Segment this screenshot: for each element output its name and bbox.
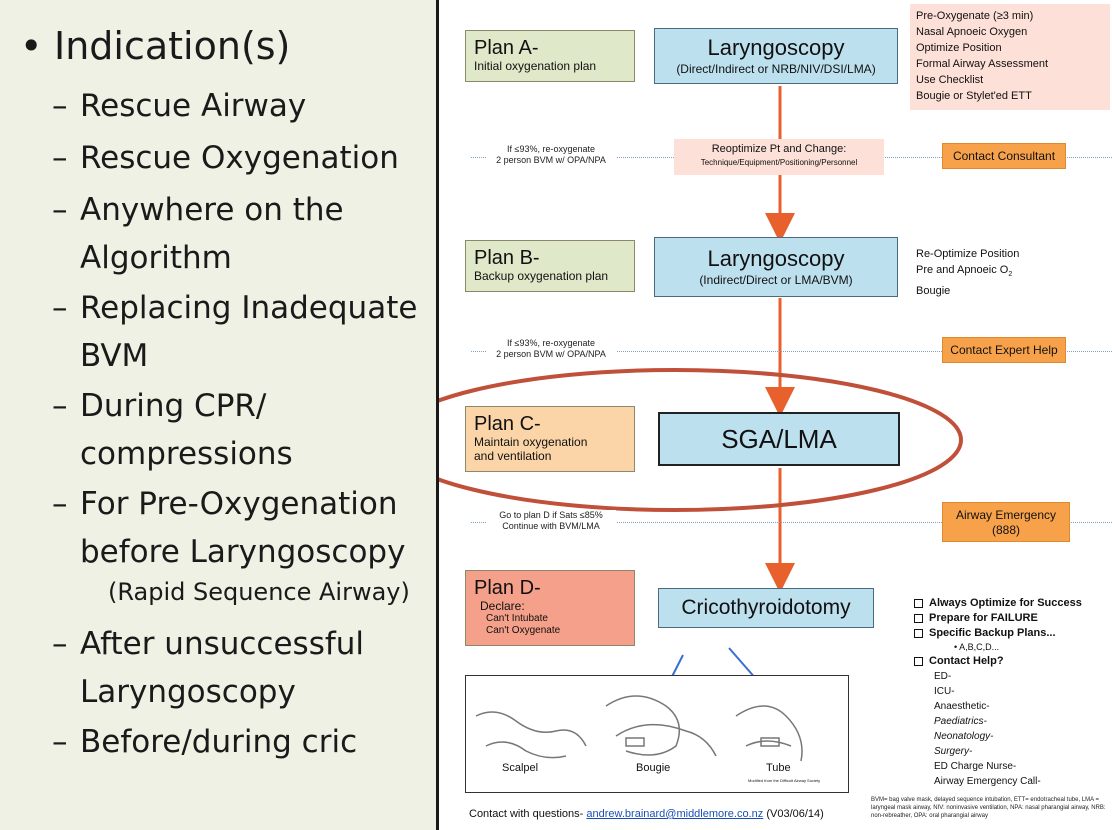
contact-expert-badge: Contact Expert Help — [942, 337, 1066, 363]
plan-d-note: Go to plan D if Sats ≤85%Continue with B… — [486, 510, 616, 536]
plan-b-box: Plan B- Backup oxygenation plan — [465, 240, 635, 292]
panel-divider — [436, 0, 439, 830]
indication-item: –During CPR/compressions — [52, 388, 293, 472]
indication-item: –Before/during cric — [52, 724, 358, 760]
indications-panel: •Indication(s) –Rescue Airway –Rescue Ox… — [0, 0, 436, 830]
plan-a-desc: Initial oxygenation plan — [474, 59, 597, 73]
airway-emergency-badge: Airway Emergency (888) — [942, 502, 1070, 542]
plan-b-desc: Backup oxygenation plan — [474, 269, 609, 283]
cric-illustration: Scalpel Bougie Tube Modified from the Di… — [465, 675, 849, 793]
procedure-sketch — [475, 695, 803, 762]
bougie-caption: Bougie — [636, 762, 671, 774]
pre-oxygenation-box: Pre-Oxygenate (≥3 min) Nasal Apnoeic Oxy… — [910, 4, 1110, 110]
illustration-credit: Modified from the Difficult Airway Socie… — [748, 778, 821, 783]
contact-email-link[interactable]: andrew.brainard@middlemore.co.nz — [586, 808, 764, 820]
indication-item: –Rescue Airway — [52, 88, 307, 124]
scalpel-caption: Scalpel — [502, 762, 539, 774]
reoptimize-box: Reoptimize Pt and Change: Technique/Equi… — [674, 139, 884, 175]
rapid-sequence-note: (Rapid Sequence Airway) — [108, 578, 410, 606]
plan-c-highlight-ellipse — [439, 368, 963, 512]
laryngoscopy-b-box: Laryngoscopy (Indirect/Direct or LMA/BVM… — [654, 237, 898, 297]
plan-a-box: Plan A- Initial oxygenation plan — [465, 30, 635, 82]
plan-d-title: Plan D- — [474, 577, 541, 599]
plan-d-box: Plan D- Declare: Can't Intubate Can't Ox… — [465, 570, 635, 646]
plan-b-title: Plan B- — [474, 247, 540, 269]
plan-c-title: Plan C- — [474, 413, 541, 435]
cricothyroidotomy-box: Cricothyroidotomy — [658, 588, 874, 628]
reoptimize-b-list: Re-Optimize Position Pre and Apnoeic O2 … — [916, 248, 1020, 298]
contact-consultant-badge: Contact Consultant — [942, 143, 1066, 169]
sga-lma-box: SGA/LMA — [658, 412, 900, 466]
abbreviations-note: BVM= bag valve mask, delayed sequence in… — [871, 797, 1106, 819]
airway-algorithm: Plan A- Initial oxygenation plan Laryngo… — [439, 0, 1112, 830]
plan-c-box: Plan C- Maintain oxygenation and ventila… — [465, 406, 635, 472]
tube-caption: Tube — [766, 762, 791, 774]
plan-a-title: Plan A- — [474, 37, 539, 59]
contact-footer: Contact with questions- andrew.brainard@… — [469, 808, 824, 820]
indication-item: –Rescue Oxygenation — [52, 140, 399, 176]
indications-heading: •Indication(s) — [20, 24, 291, 68]
success-checklist: Always Optimize for Success Prepare for … — [914, 596, 1082, 789]
laryngoscopy-a-box: Laryngoscopy (Direct/Indirect or NRB/NIV… — [654, 28, 898, 84]
